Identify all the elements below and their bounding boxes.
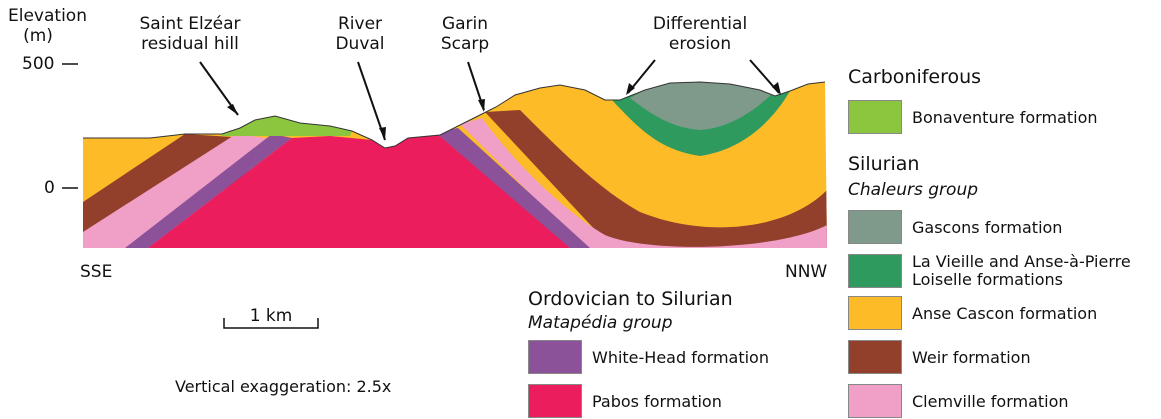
arrowhead-garin-scarp [478,99,485,112]
legend-label-pabos: Pabos formation [592,392,722,411]
legend-swatch-pabos [528,384,582,418]
legend-label-weir: Weir formation [912,348,1031,367]
legend-label-gascons: Gascons formation [912,218,1062,237]
legend-swatch-weir [848,340,902,374]
legend-swatch-gascons [848,210,902,244]
legend-item-weir: Weir formation [848,340,1031,374]
annotation-saint-elzear: Saint Elzéar residual hill [110,14,270,54]
legend-label-white-head: White-Head formation [592,348,769,367]
cross-section-strata [80,70,840,260]
annotation-differential-erosion: Differential erosion [640,14,760,54]
legend-label-bonaventure: Bonaventure formation [912,108,1098,127]
legend-item-pabos: Pabos formation [528,384,722,418]
scale-bar-label: 1 km [224,306,318,326]
legend-silurian-group: Chaleurs group [848,180,978,200]
annotation-river-duval: River Duval [325,14,395,54]
legend-label-clemville: Clemville formation [912,392,1069,411]
legend-carboniferous-heading: Carboniferous [848,66,981,88]
direction-left-label: SSE [80,262,112,282]
vertical-exaggeration-note: Vertical exaggeration: 2.5x [175,377,391,397]
legend-silurian-heading: Silurian [848,153,919,175]
legend-item-clemville: Clemville formation [848,384,1069,418]
legend-label-la-vieille: La Vieille and Anse-à-Pierre Loiselle fo… [912,253,1131,289]
legend-ordovician-group: Matapédia group [528,313,673,333]
legend-item-bonaventure: Bonaventure formation [848,100,1098,134]
legend-swatch-clemville [848,384,902,418]
legend-swatch-anse-cascon [848,296,902,330]
tick-label-0: 0 [44,178,55,198]
arrowhead-saint-elzear [227,104,238,115]
arrowhead-river-duval [379,127,386,140]
elevation-axis-title-line2: (m) [8,26,68,46]
legend-item-anse-cascon: Anse Cascon formation [848,296,1097,330]
arrowhead-differential-erosion-right [772,82,781,95]
legend-swatch-la-vieille [848,254,902,288]
legend-ordovician-heading: Ordovician to Silurian [528,288,733,310]
legend-item-la-vieille: La Vieille and Anse-à-Pierre Loiselle fo… [848,254,1131,288]
elevation-axis-title: Elevation (m) [8,6,68,46]
legend-swatch-white-head [528,340,582,374]
elevation-axis-title-line1: Elevation [8,6,68,26]
direction-right-label: NNW [785,262,827,282]
legend-swatch-bonaventure [848,100,902,134]
legend-item-gascons: Gascons formation [848,210,1062,244]
tick-label-500: 500 [22,54,54,74]
legend-label-anse-cascon: Anse Cascon formation [912,304,1097,323]
legend-item-white-head: White-Head formation [528,340,769,374]
annotation-garin-scarp: Garin Scarp [430,14,500,54]
